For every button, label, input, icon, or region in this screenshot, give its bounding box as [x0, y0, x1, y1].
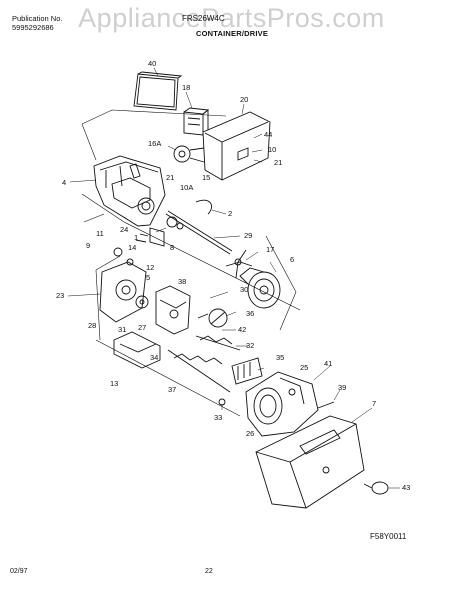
callout-16a: 16A: [148, 139, 161, 148]
callout-15: 15: [202, 173, 210, 182]
part-4-shape: [93, 155, 166, 227]
callout-12: 12: [146, 263, 154, 272]
part-12-shape: [135, 295, 149, 309]
part-29-shape: [165, 210, 233, 255]
part-43-shape: [363, 481, 389, 495]
model-number: FRS26W4C: [182, 14, 225, 23]
part-36-shape: [197, 308, 228, 328]
watermark: AppliancePartsPros.com: [78, 3, 385, 33]
callout-36: 36: [246, 309, 254, 318]
callout-35: 35: [276, 353, 284, 362]
callout-9: 9: [86, 241, 90, 250]
page-number: 22: [205, 568, 213, 575]
callout-11: 11: [96, 229, 104, 238]
callout-10: 10: [268, 145, 276, 154]
part-38-shape: [155, 285, 191, 335]
publication-number: 5995292686: [12, 23, 54, 32]
part-20-shape: [202, 111, 271, 181]
callout-32: 32: [246, 341, 254, 350]
part-16a-shape: [173, 145, 205, 163]
callout-26: 26: [246, 429, 254, 438]
section-title: CONTAINER/DRIVE: [196, 29, 269, 38]
part-2-shape: [195, 199, 212, 215]
revision-date: 02/97: [10, 568, 28, 575]
figure-code: F58Y0011: [370, 532, 407, 541]
callout-43: 43: [402, 483, 410, 492]
publication-label: Publication No.: [12, 14, 63, 23]
callout-8: 8: [170, 243, 174, 252]
callout-7: 7: [372, 399, 376, 408]
callout-21-upper: 21: [274, 158, 282, 167]
callout-37: 37: [168, 385, 176, 394]
callout-29: 29: [244, 231, 252, 240]
callout-6: 6: [290, 255, 294, 264]
callout-1: 1: [134, 233, 138, 242]
callout-21-lower: 21: [166, 173, 174, 182]
callout-27: 27: [138, 323, 146, 332]
callout-18: 18: [182, 83, 190, 92]
callout-38: 38: [178, 277, 186, 286]
callout-31: 31: [118, 325, 126, 334]
part-37-shape: [167, 335, 241, 393]
callout-10a: 10A: [180, 183, 193, 192]
callout-20: 20: [240, 95, 248, 104]
callout-14: 14: [128, 243, 136, 252]
callout-13: 13: [110, 379, 118, 388]
part-6-shape: [239, 267, 281, 309]
part-13-shape: [113, 331, 161, 369]
callout-39: 39: [338, 383, 346, 392]
callout-42: 42: [238, 325, 246, 334]
callout-24: 24: [120, 225, 128, 234]
callout-40: 40: [148, 59, 156, 68]
callout-5: 5: [146, 273, 150, 282]
callout-28: 28: [88, 321, 96, 330]
callout-17: 17: [266, 245, 274, 254]
part-7-shape: [255, 415, 365, 509]
callout-30: 30: [240, 285, 248, 294]
part-25-shape: [245, 371, 319, 437]
callout-34: 34: [150, 353, 158, 362]
part-17-shape: [225, 249, 253, 279]
part-35-shape: [231, 357, 263, 385]
callout-33: 33: [214, 413, 222, 422]
part-23-shape: [99, 247, 147, 323]
part-39-shape: [317, 401, 335, 409]
callout-25: 25: [300, 363, 308, 372]
callout-4: 4: [62, 178, 66, 187]
callout-23: 23: [56, 291, 64, 300]
callout-2: 2: [228, 209, 232, 218]
callout-41: 41: [324, 359, 332, 368]
callout-44: 44: [264, 130, 272, 139]
part-40-shape: [133, 71, 183, 111]
